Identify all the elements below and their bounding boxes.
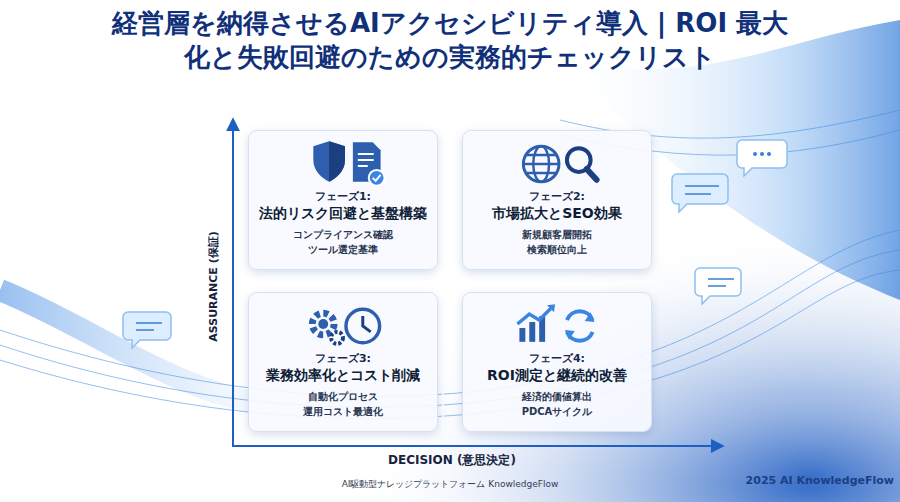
y-axis	[232, 120, 234, 446]
phase-detail: 自動化プロセス	[249, 390, 437, 404]
phase-title: ROI測定と継続的改善	[463, 367, 651, 385]
phase-icon	[463, 141, 651, 187]
axis-label: DECISION (意思決定)	[388, 452, 516, 469]
phase-title: 業務効率化とコスト削減	[249, 367, 437, 385]
title: 経営層を納得させるAIアクセシビリティ導入 | ROI 最大化と失敗回避のための…	[100, 6, 800, 74]
phase-detail: 検索順位向上	[463, 243, 651, 257]
phase-icon	[463, 303, 651, 349]
phase-label: フェーズ3:	[249, 351, 437, 366]
axis-label: ASSURANCE (保証)	[206, 231, 221, 341]
x-axis	[232, 445, 722, 447]
phase-box: フェーズ1:法的リスク回避と基盤構築コンプライアンス確認ツール選定基準	[248, 130, 438, 270]
phase-box: フェーズ4:ROI測定と継続的改善経済的価値算出PDCAサイクル	[462, 292, 652, 432]
phase-title: 法的リスク回避と基盤構築	[249, 205, 437, 223]
phase-label: フェーズ1:	[249, 189, 437, 204]
phase-box: フェーズ2:市場拡大とSEO効果新規顧客層開拓検索順位向上	[462, 130, 652, 270]
caption: AI駆動型ナレッジプラットフォーム KnowledgeFlow	[342, 478, 559, 491]
phase-icon	[249, 303, 437, 349]
phase-label: フェーズ2:	[463, 189, 651, 204]
brand-label: 2025 AI KnowledgeFlow	[746, 474, 894, 487]
phase-detail: PDCAサイクル	[463, 405, 651, 419]
phase-detail: 運用コスト最適化	[249, 405, 437, 419]
phase-label: フェーズ4:	[463, 351, 651, 366]
phase-detail: ツール選定基準	[249, 243, 437, 257]
phase-detail: コンプライアンス確認	[249, 228, 437, 242]
chat-bubble	[123, 140, 787, 348]
phase-title: 市場拡大とSEO効果	[463, 205, 651, 223]
phase-detail: 新規顧客層開拓	[463, 228, 651, 242]
phase-box: フェーズ3:業務効率化とコスト削減自動化プロセス運用コスト最適化	[248, 292, 438, 432]
phase-detail: 経済的価値算出	[463, 390, 651, 404]
phase-icon	[249, 141, 437, 187]
